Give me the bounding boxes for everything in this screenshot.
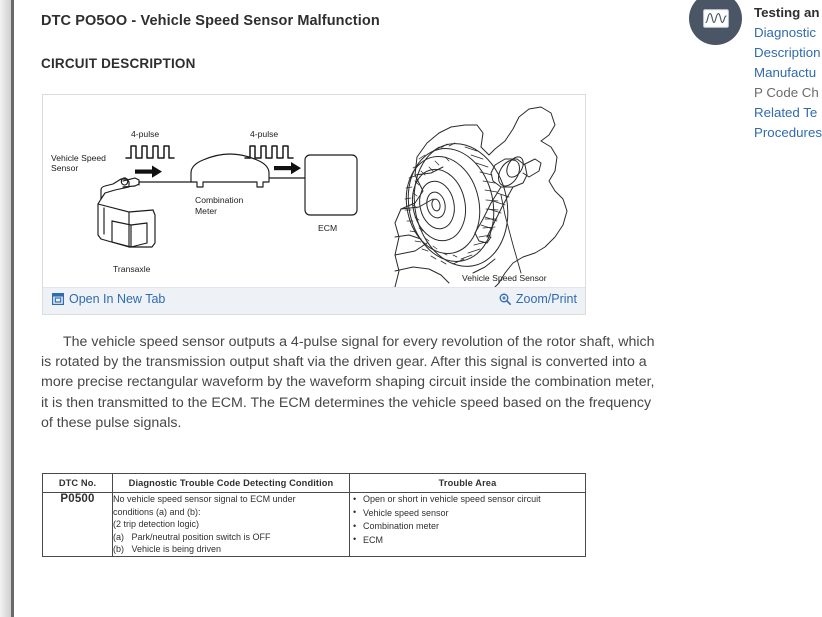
label-vehicle-speed-sensor-line2: Sensor [51, 163, 78, 173]
condition-line: No vehicle speed sensor signal to ECM un… [113, 494, 296, 504]
label-combination-meter-line1: Combination [195, 195, 243, 205]
sidebar-item-p-code-chart: P Code Ch [754, 85, 819, 100]
table-header-row: DTC No. Diagnostic Trouble Code Detectin… [42, 473, 586, 493]
figure-toolbar: Open In New Tab Zoom/Print [43, 287, 585, 314]
label-pulse-left: 4-pulse [131, 129, 159, 139]
cell-dtc-number: P0500 [42, 492, 113, 557]
list-item: Combination meter [353, 520, 585, 534]
list-item: ECM [353, 533, 585, 548]
condition-line: (2 trip detection logic) [113, 519, 200, 530]
left-edge-divider-bar [11, 0, 14, 617]
open-in-new-tab-button[interactable]: Open In New Tab [52, 292, 165, 306]
circuit-diagram-svg: Vehicle Speed Sensor 4-pulse 4-pulse Com… [43, 95, 585, 287]
label-ecm: ECM [318, 223, 337, 233]
oscilloscope-waveform-icon [689, 0, 742, 45]
sidebar-item-description[interactable]: Description [754, 45, 821, 60]
waveform-glyph [702, 9, 729, 28]
left-edge-gradient-strip [0, 0, 11, 617]
table-header-condition: Diagnostic Trouble Code Detecting Condit… [112, 473, 350, 493]
table-row: P0500 No vehicle speed sensor signal to … [42, 492, 586, 557]
label-vehicle-speed-sensor-right: Vehicle Speed Sensor [462, 273, 547, 283]
zoom-print-label: Zoom/Print [515, 292, 577, 306]
sidebar-item-related-tests[interactable]: Related Te [754, 105, 818, 120]
sidebar-item-manufacturer[interactable]: Manufactu [754, 65, 817, 80]
dtc-table: DTC No. Diagnostic Trouble Code Detectin… [42, 473, 586, 557]
main-content-area: DTC PO5OO - Vehicle Speed Sensor Malfunc… [14, 0, 674, 617]
open-in-new-tab-icon [52, 293, 65, 306]
circuit-diagram-image[interactable]: Vehicle Speed Sensor 4-pulse 4-pulse Com… [43, 95, 585, 287]
label-pulse-right: 4-pulse [250, 129, 278, 139]
table-header-dtc-no: DTC No. [42, 473, 113, 493]
figure-card: Vehicle Speed Sensor 4-pulse 4-pulse Com… [42, 94, 586, 315]
label-transaxle: Transaxle [113, 264, 151, 274]
condition-line: (a) Park/neutral position switch is OFF [113, 531, 271, 542]
circuit-description-paragraph: The vehicle speed sensor outputs a 4-pul… [41, 334, 655, 431]
sidebar-item-procedures[interactable]: Procedures [754, 125, 822, 140]
label-vehicle-speed-sensor-line1: Vehicle Speed [51, 153, 106, 163]
label-combination-meter-line2: Meter [195, 206, 217, 216]
list-item: Open or short in vehicle speed sensor ci… [353, 493, 585, 507]
cell-detecting-condition: No vehicle speed sensor signal to ECM un… [112, 492, 350, 557]
right-sidebar: Testing an Diagnostic Description Manufa… [674, 0, 822, 617]
zoom-print-button[interactable]: Zoom/Print [499, 292, 577, 306]
condition-line: (b) Vehicle is being driven [113, 544, 222, 555]
section-heading-circuit-description: CIRCUIT DESCRIPTION [41, 56, 196, 71]
trouble-area-list: Open or short in vehicle speed sensor ci… [350, 493, 585, 547]
sidebar-item-diagnostic[interactable]: Diagnostic [754, 25, 817, 40]
magnifier-plus-icon [499, 293, 511, 305]
open-in-new-tab-label: Open In New Tab [69, 292, 166, 306]
list-item: Vehicle speed sensor [353, 506, 585, 521]
sidebar-link-list: Testing an Diagnostic Description Manufa… [754, 3, 822, 143]
page-title: DTC PO5OO - Vehicle Speed Sensor Malfunc… [41, 13, 380, 29]
sidebar-heading: Testing an [754, 5, 820, 20]
condition-line: conditions (a) and (b): [113, 506, 201, 517]
cell-trouble-area: Open or short in vehicle speed sensor ci… [349, 492, 586, 557]
table-header-trouble-area: Trouble Area [349, 473, 586, 493]
